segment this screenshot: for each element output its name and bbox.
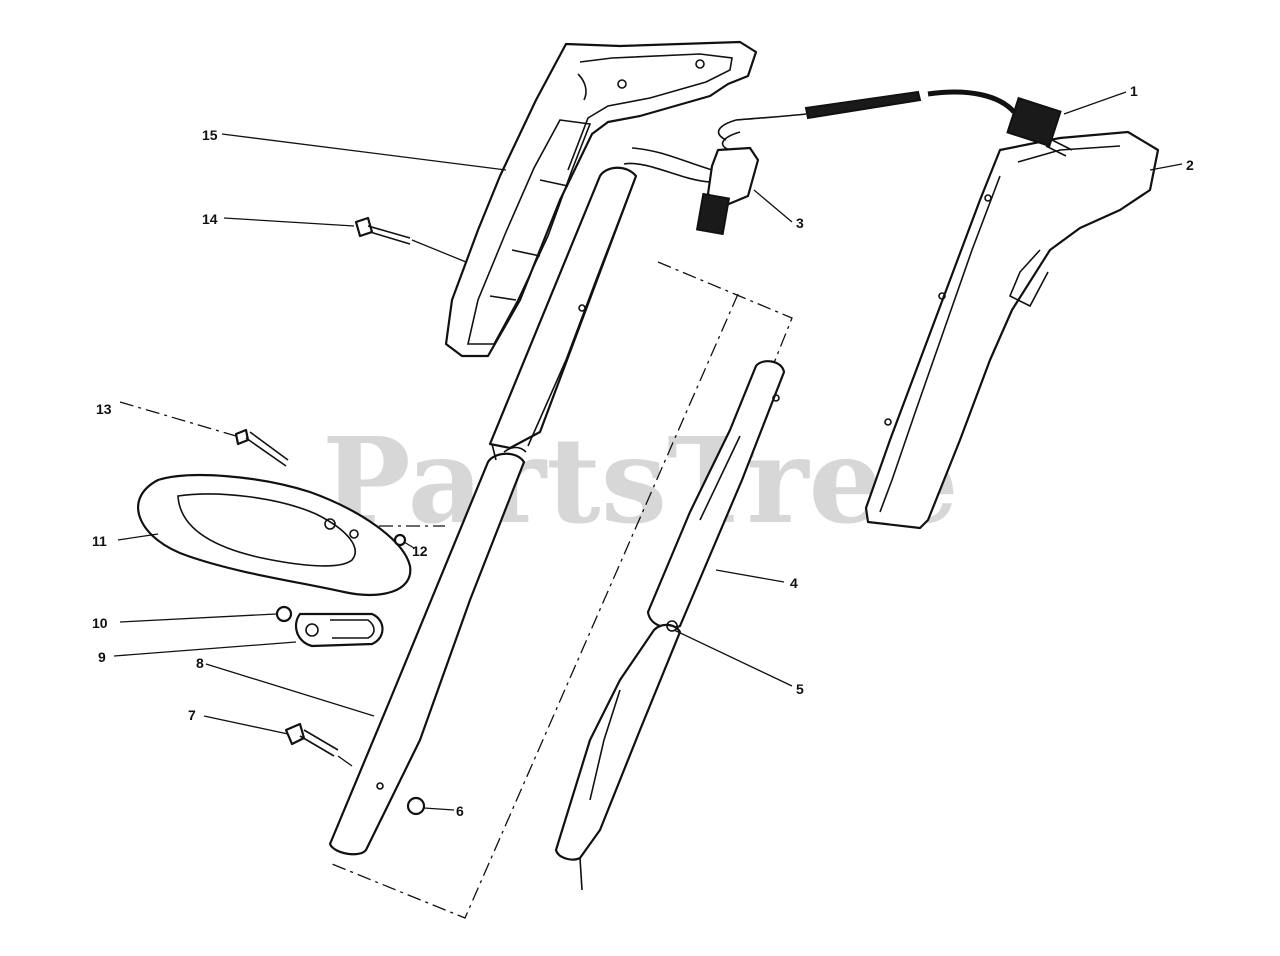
bolt-7 xyxy=(284,722,339,757)
callout-3: 3 xyxy=(796,215,804,231)
watermark: PartsTree TM xyxy=(322,411,959,550)
watermark-text: PartsTree xyxy=(322,411,959,550)
callout-12: 12 xyxy=(412,543,428,559)
fasteners xyxy=(275,533,426,816)
callout-15: 15 xyxy=(202,127,218,143)
callout-10: 10 xyxy=(92,615,108,631)
callout-7: 7 xyxy=(188,707,196,723)
callout-6: 6 xyxy=(456,803,464,819)
callout-13: 13 xyxy=(96,401,112,417)
assembly-line-upper xyxy=(657,261,793,369)
inner-tube xyxy=(554,360,786,891)
nut-10 xyxy=(275,605,293,623)
screw-14 xyxy=(354,216,411,245)
callout-labels: 1 2 3 4 5 6 7 8 9 10 11 12 13 14 15 xyxy=(92,83,1194,819)
callout-5: 5 xyxy=(796,681,804,697)
nut-12 xyxy=(393,533,407,547)
leader-lines xyxy=(113,91,1183,811)
assembly-lines xyxy=(119,261,793,919)
grip-handle xyxy=(137,474,412,596)
bolts xyxy=(234,216,411,757)
callout-11: 11 xyxy=(92,533,107,549)
tube-assembly xyxy=(328,166,638,856)
screw-13 xyxy=(234,428,289,467)
callout-1: 1 xyxy=(1130,83,1138,99)
callout-8: 8 xyxy=(196,655,204,671)
callout-14: 14 xyxy=(202,211,218,227)
nut-6 xyxy=(406,796,426,816)
switch xyxy=(623,119,760,236)
clamp-plate xyxy=(294,612,384,648)
power-cord xyxy=(735,89,1073,157)
handle-half-left xyxy=(444,40,758,358)
callout-2: 2 xyxy=(1186,157,1194,173)
callout-4: 4 xyxy=(790,575,798,591)
handle-half-right xyxy=(864,130,1160,530)
assembly-line-lower xyxy=(331,293,739,919)
assembly-line-screw-13 xyxy=(119,401,237,437)
callout-9: 9 xyxy=(98,649,106,665)
